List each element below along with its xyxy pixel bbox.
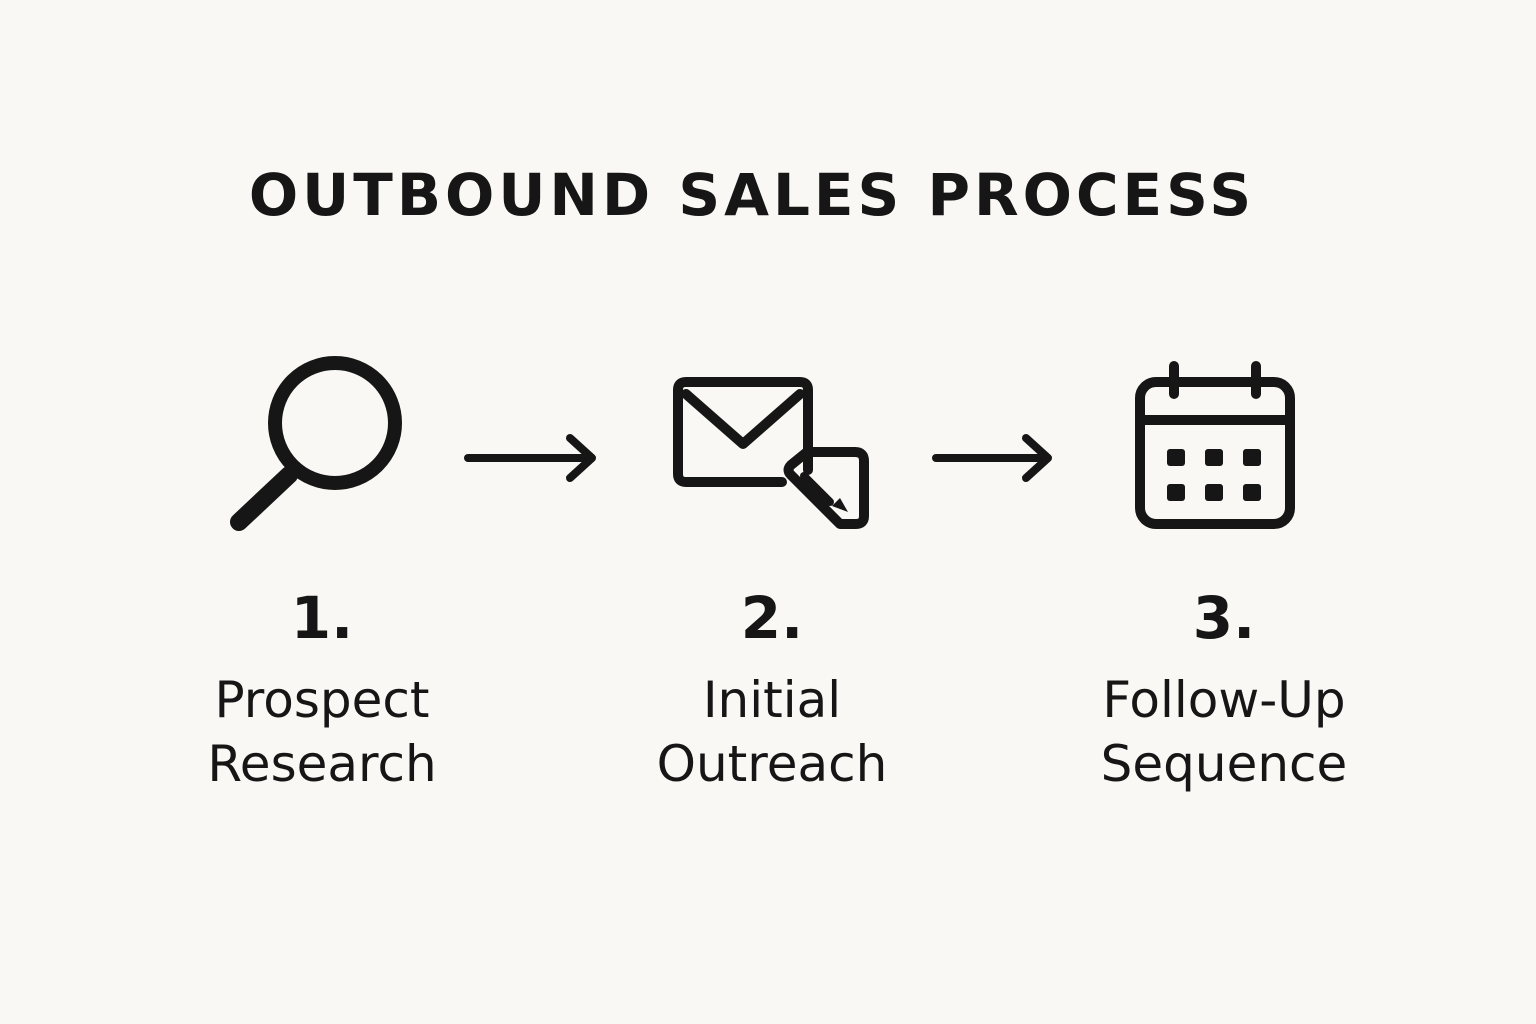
step-number: 1.	[290, 584, 354, 652]
diagram-title: OUTBOUND SALES PROCESS	[0, 160, 1536, 230]
step-label: Initial Outreach	[592, 668, 952, 796]
step-label: Follow-Up Sequence	[1044, 668, 1404, 796]
step-label-line: Prospect	[214, 671, 430, 729]
arrow-icon	[932, 430, 1057, 486]
step-3: 3. Follow-Up Sequence	[1044, 586, 1404, 796]
step-label-line: Research	[207, 735, 437, 793]
step-label: Prospect Research	[142, 668, 502, 796]
step-label-line: Sequence	[1100, 735, 1348, 793]
step-number: 3.	[1192, 584, 1256, 652]
step-label-line: Outreach	[656, 735, 888, 793]
step-label-line: Follow-Up	[1102, 671, 1346, 729]
step-1: 1. Prospect Research	[142, 586, 502, 796]
arrow-icon	[464, 430, 599, 486]
magnifying-glass-icon	[225, 352, 405, 534]
envelope-with-pencil-icon	[670, 372, 875, 532]
diagram-title-text: OUTBOUND SALES PROCESS	[248, 161, 1256, 229]
step-2: 2. Initial Outreach	[592, 586, 952, 796]
step-number: 2.	[740, 584, 804, 652]
calendar-icon	[1132, 360, 1298, 532]
step-label-line: Initial	[702, 671, 842, 729]
